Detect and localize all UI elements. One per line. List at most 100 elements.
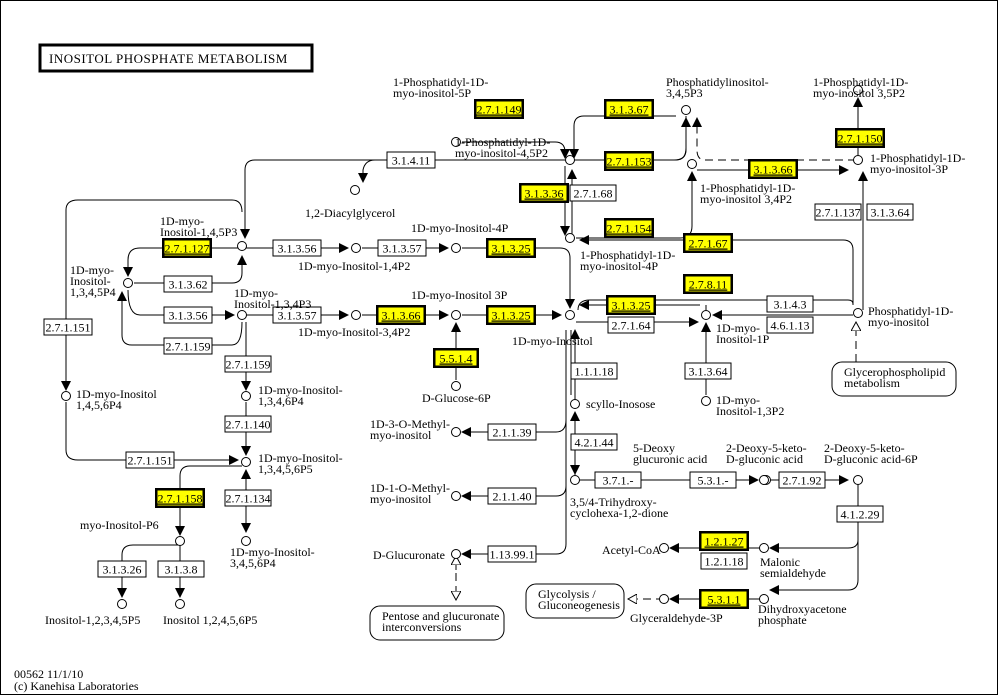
enzyme-box-2-7-1-137[interactable]: 2.7.1.137 (814, 203, 862, 221)
enzyme-box-1-1-1-18[interactable]: 1.1.1.18 (570, 362, 618, 380)
compound-1-2-diacylglycerol[interactable]: 1,2-Diacylglycerol (305, 185, 396, 221)
compound-node-circle[interactable] (759, 543, 769, 553)
compound-node-circle[interactable] (451, 491, 461, 501)
compound-node-circle[interactable] (123, 278, 133, 288)
enzyme-box-3-1-3-8[interactable]: 3.1.3.8 (157, 560, 205, 578)
enzyme-box-3-1-4-3[interactable]: 3.1.4.3 (766, 295, 814, 313)
enzyme-box-2-7-1-159[interactable]: 2.7.1.159 (163, 337, 213, 355)
enzyme-box-2-7-1-151[interactable]: 2.7.1.151 (43, 318, 93, 336)
compound-node-circle[interactable] (351, 243, 361, 253)
compound-acetyl-coa[interactable]: Acetyl-CoA (602, 543, 669, 557)
compound-node-circle[interactable] (451, 549, 461, 559)
compound-1d-3-o-methyl-myo-inositol[interactable]: 1D-3-O-Methyl-myo-inositol (370, 417, 461, 442)
enzyme-box-2-7-1-92[interactable]: 2.7.1.92 (778, 471, 826, 489)
compound-3-5-4-trihydroxy-cyclohexa-1-2-dione[interactable]: 3,5/4-Trihydroxy-cyclohexa-1,2-dione (570, 475, 668, 521)
enzyme-box-2-7-1-67[interactable]: 2.7.1.67 (683, 233, 733, 253)
compound-node-circle[interactable] (565, 310, 575, 320)
compound-node-circle[interactable] (117, 599, 127, 609)
enzyme-box-3-1-3-25[interactable]: 3.1.3.25 (606, 295, 656, 315)
enzyme-box-5-3-1--[interactable]: 5.3.1.- (689, 471, 737, 489)
compound-node-circle[interactable] (61, 391, 71, 401)
compound-node-circle[interactable] (451, 243, 461, 253)
enzyme-box-2-1-1-40[interactable]: 2.1.1.40 (487, 487, 537, 505)
compound-1-phosphatidyl-1d-myo-inositol-4p[interactable]: 1-Phosphatidyl-1D-myo-inositol-4P (565, 233, 676, 274)
compound-1d-myo-inositol-1-3p2[interactable]: 1D-myo-Inositol-1,3P2 (701, 393, 785, 418)
compound-node-circle[interactable] (701, 396, 711, 406)
compound-scyllo-inosose[interactable]: scyllo-Inosose (570, 397, 656, 411)
compound-1-phosphatidyl-1d-myo-inositol-3-4p2[interactable]: 1-Phosphatidyl-1D-myo-inositol 3,4P2 (687, 159, 796, 207)
compound-node-circle[interactable] (350, 185, 360, 195)
enzyme-box-3-1-3-25[interactable]: 3.1.3.25 (486, 238, 536, 258)
enzyme-box-2-7-1-68[interactable]: 2.7.1.68 (569, 184, 617, 202)
compound-1d-myo-inositol-1-3-4-5p4[interactable]: 1D-myo-Inositol-1,3,4,5P4 (70, 263, 133, 299)
enzyme-box-3-1-3-26[interactable]: 3.1.3.26 (97, 560, 147, 578)
compound-myo-inositol-p6[interactable]: myo-Inositol-P6 (80, 518, 185, 546)
enzyme-box-1-13-99-1[interactable]: 1.13.99.1 (487, 545, 537, 563)
compound-1-phosphatidyl-1d-myo-inositol-3p[interactable]: 1-Phosphatidyl-1D-myo-inositol-3P (853, 151, 966, 176)
compound-1d-myo-inositol[interactable]: 1D-myo-Inositol (512, 310, 593, 349)
compound-node-circle[interactable] (759, 594, 769, 604)
compound-inositol-1-2-3-4-5p5[interactable]: Inositol-1,2,3,4,5P5 (45, 599, 140, 628)
enzyme-box-3-1-3-67[interactable]: 3.1.3.67 (604, 99, 654, 119)
enzyme-box-2-7-1-150[interactable]: 2.7.1.150 (835, 128, 885, 148)
enzyme-box-2-7-1-153[interactable]: 2.7.1.153 (604, 151, 654, 171)
enzyme-box-3-1-3-64[interactable]: 3.1.3.64 (866, 203, 914, 221)
compound-1d-myo-inositol-3-4-5-6p4[interactable]: 1D-myo-Inositol-3,4,5,6P4 (230, 536, 315, 571)
compound-1-phosphatidyl-1d-myo-inositol-5p[interactable]: 1-Phosphatidyl-1D-myo-inositol-5P (393, 75, 488, 147)
compound-node-circle[interactable] (659, 594, 669, 604)
compound-node-circle[interactable] (853, 155, 863, 165)
compound-node-circle[interactable] (659, 543, 669, 553)
compound-1d-1-o-methyl-myo-inositol[interactable]: 1D-1-O-Methyl-myo-inositol (370, 481, 461, 506)
compound-2-deoxy-5-keto-d-gluconic-acid[interactable]: 2-Deoxy-5-keto-D-gluconic acid (726, 441, 807, 485)
compound-1d-myo-inositol-3-4p2[interactable]: 1D-myo-Inositol-3,4P2 (298, 310, 410, 340)
compound-1d-myo-inositol-1-4p2[interactable]: 1D-myo-Inositol-1,4P2 (298, 243, 410, 274)
enzyme-box-2-7-1-159[interactable]: 2.7.1.159 (224, 355, 272, 373)
compound-1d-myo-inositol-1p[interactable]: 1D-myo-Inositol-1P (701, 310, 770, 347)
enzyme-box-3-1-3-66[interactable]: 3.1.3.66 (748, 159, 798, 179)
compound-node-circle[interactable] (451, 310, 461, 320)
compound-node-circle[interactable] (241, 457, 251, 467)
enzyme-box-2-7-1-64[interactable]: 2.7.1.64 (607, 316, 655, 334)
enzyme-box-2-7-1-140[interactable]: 2.7.1.140 (224, 415, 272, 433)
compound-1d-myo-inositol-1-3-4-5-6p5[interactable]: 1D-myo-Inositol-1,3,4,5,6P5 (241, 451, 343, 476)
enzyme-box-2-7-1-127[interactable]: 2.7.1.127 (162, 238, 212, 258)
enzyme-box-2-7-1-151[interactable]: 2.7.1.151 (125, 451, 175, 469)
enzyme-box-3-1-3-57[interactable]: 3.1.3.57 (377, 239, 427, 257)
compound-2-deoxy-5-keto-d-gluconic-acid-6p[interactable]: 2-Deoxy-5-keto-D-gluconic acid-6P (824, 441, 918, 485)
enzyme-box-2-7-1-149[interactable]: 2.7.1.149 (474, 99, 524, 119)
compound-phosphatidylinositol-3-4-5p3[interactable]: Phosphatidylinositol-3,4,5P3 (666, 75, 769, 115)
enzyme-box-5-5-1-4[interactable]: 5.5.1.4 (433, 348, 479, 368)
compound-node-circle[interactable] (701, 310, 711, 320)
enzyme-box-4-2-1-44[interactable]: 4.2.1.44 (570, 433, 618, 451)
compound-node-circle[interactable] (175, 599, 185, 609)
enzyme-box-3-1-4-11[interactable]: 3.1.4.11 (386, 151, 436, 169)
compound-node-circle[interactable] (241, 391, 251, 401)
compound-node-circle[interactable] (565, 233, 575, 243)
enzyme-box-3-1-3-57[interactable]: 3.1.3.57 (272, 306, 322, 324)
compound-1-phosphatidyl-1d-myo-inositol-3-5p2[interactable]: 1-Phosphatidyl-1D-myo-inositol 3,5P2 (813, 75, 908, 100)
enzyme-box-1-2-1-18[interactable]: 1.2.1.18 (700, 552, 748, 570)
enzyme-box-3-1-3-56[interactable]: 3.1.3.56 (272, 239, 322, 257)
compound-node-circle[interactable] (565, 155, 575, 165)
enzyme-box-4-1-2-29[interactable]: 4.1.2.29 (836, 505, 884, 523)
compound-d-glucuronate[interactable]: D-Glucuronate (373, 548, 461, 562)
compound-node-circle[interactable] (853, 475, 863, 485)
compound-node-circle[interactable] (853, 85, 863, 95)
compound-phosphatidyl-1d-myo-inositol[interactable]: Phosphatidyl-1D-myo-inositol (853, 304, 954, 329)
enzyme-box-2-7-1-134[interactable]: 2.7.1.134 (224, 489, 272, 507)
compound-1d-myo-inositol-1-3-4-6p4[interactable]: 1D-myo-Inositol-1,3,4,6P4 (241, 383, 343, 408)
compound-1d-myo-inositol-3p[interactable]: 1D-myo-Inositol 3P (411, 288, 508, 320)
enzyme-box-4-6-1-13[interactable]: 4.6.1.13 (766, 316, 814, 334)
enzyme-box-1-2-1-27[interactable]: 1.2.1.27 (699, 531, 749, 551)
compound-inositol-1-2-4-5-6p5[interactable]: Inositol 1,2,4,5,6P5 (163, 599, 257, 628)
compound-node-circle[interactable] (759, 475, 769, 485)
compound-1d-myo-inositol-1-4-5p3[interactable]: 1D-myo-Inositol-1,4,5P3 (160, 214, 247, 251)
compound-d-glucose-6p[interactable]: D-Glucose-6P (422, 381, 491, 406)
compound-node-circle[interactable] (237, 241, 247, 251)
